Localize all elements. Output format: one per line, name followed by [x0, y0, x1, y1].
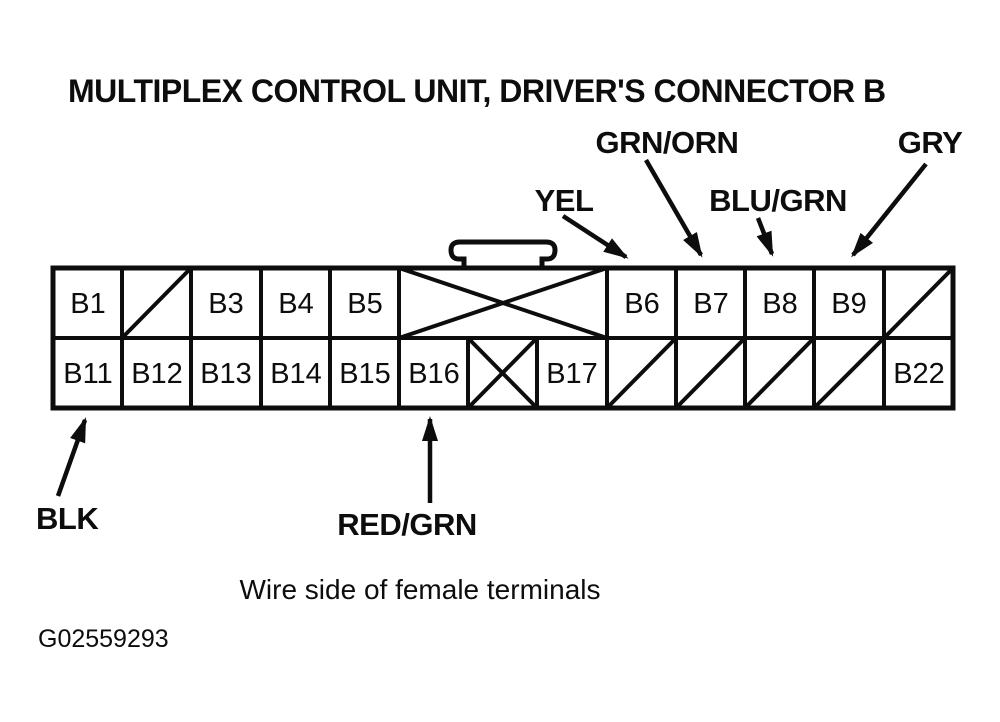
blocked-diagonal: [605, 336, 678, 410]
pin-cell-b1: B1: [70, 288, 105, 320]
pin-cell-b16: B16: [408, 358, 460, 390]
blocked-diagonal: [743, 336, 816, 410]
caption-wire-side: Wire side of female terminals: [239, 574, 600, 605]
pin-cell-b13: B13: [200, 358, 252, 390]
pin-cell-b11: B11: [63, 358, 112, 390]
blocked-cell-marks: [120, 266, 955, 410]
pin-cell-b8: B8: [762, 288, 797, 320]
blocked-x-stroke: [466, 336, 539, 410]
pin-cell-b22: B22: [893, 358, 945, 390]
pin-cell-b15: B15: [339, 358, 391, 390]
wire-label-grn-orn: GRN/ORN: [596, 125, 739, 160]
pin-cell-b12: B12: [131, 358, 183, 390]
pin-cell-b6: B6: [624, 288, 659, 320]
pin-cell-b5: B5: [347, 288, 382, 320]
wire-label-yel: YEL: [535, 183, 594, 218]
pin-cell-b17: B17: [546, 358, 598, 390]
wire-label-blu-grn: BLU/GRN: [709, 183, 847, 218]
arrow-blu-grn-to-b8: [755, 217, 775, 257]
pin-cell-b7: B7: [693, 288, 728, 320]
top-row-pin-labels: B1 B3 B4 B5 B6 B7 B8 B9: [70, 288, 866, 320]
wire-label-gry: GRY: [898, 125, 963, 160]
arrow-blk-to-b11: [55, 417, 88, 497]
arrow-gry-to-b9: [851, 162, 928, 258]
pin-cell-b14: B14: [270, 358, 322, 390]
bottom-row-pin-labels: B11 B12 B13 B14 B15 B16 B17 B22: [63, 358, 945, 390]
connector-latch-tab: [448, 239, 558, 268]
blocked-diagonal: [674, 336, 747, 410]
blocked-diagonal: [120, 266, 193, 340]
diagram-title: MULTIPLEX CONTROL UNIT, DRIVER'S CONNECT…: [68, 73, 886, 109]
connector-body: [50, 265, 956, 411]
blocked-diagonal: [812, 336, 886, 410]
arrow-grn-orn-to-b7: [644, 158, 703, 258]
pin-cell-b9: B9: [831, 288, 866, 320]
figure-id: G02559293: [38, 625, 169, 653]
pin-cell-b4: B4: [278, 288, 313, 320]
pin-cell-b3: B3: [208, 288, 243, 320]
blocked-x-stroke: [398, 266, 608, 340]
arrow-yel-to-b6: [561, 214, 629, 259]
wire-label-red-grn: RED/GRN: [337, 507, 476, 542]
blocked-diagonal: [882, 266, 955, 340]
wire-label-blk: BLK: [36, 501, 99, 536]
